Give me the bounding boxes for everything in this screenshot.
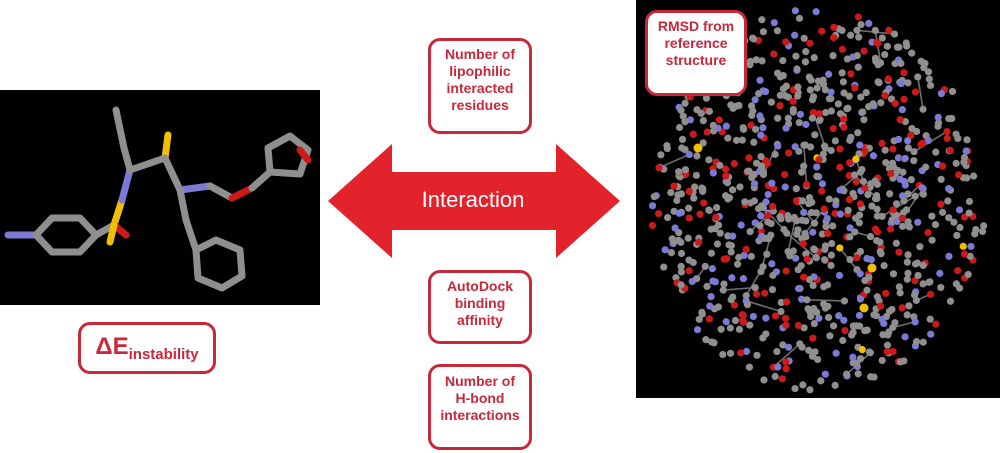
rmsd-line-1: RMSD from xyxy=(657,18,735,34)
hbond-line-2: H-bond xyxy=(455,390,505,406)
protein-structure-image xyxy=(648,7,988,394)
interaction-label: Interaction xyxy=(421,187,525,212)
lipophilic-line-1: Number of xyxy=(445,46,515,62)
autodock-line-3: affinity xyxy=(457,312,503,328)
ligand-structure-image xyxy=(4,106,312,292)
lipophilic-line-2: lipophilic xyxy=(449,63,511,79)
lipophilic-line-4: residues xyxy=(451,97,509,113)
rmsd-line-3: structure xyxy=(665,52,727,68)
rmsd-box: RMSD from reference structure xyxy=(645,10,747,96)
hbond-interactions-box: Number of H-bond interactions xyxy=(428,364,532,450)
lipophilic-residues-box: Number of lipophilic interacted residues xyxy=(428,38,532,134)
interaction-double-arrow xyxy=(328,144,620,258)
autodock-line-1: AutoDock xyxy=(446,278,514,294)
autodock-affinity-box: AutoDock binding affinity xyxy=(428,270,532,344)
protein-structure-panel xyxy=(636,0,1000,398)
energy-instability-box: ΔEinstability xyxy=(78,322,216,374)
hbond-line-3: interactions xyxy=(440,407,520,423)
ligand-structure-panel xyxy=(0,90,320,305)
autodock-line-2: binding xyxy=(454,295,506,311)
energy-subscript: instability xyxy=(128,346,199,363)
hbond-line-1: Number of xyxy=(445,373,515,389)
rmsd-line-2: reference xyxy=(664,35,728,51)
energy-symbol: ΔE xyxy=(95,333,129,360)
lipophilic-line-3: interacted xyxy=(446,80,514,96)
